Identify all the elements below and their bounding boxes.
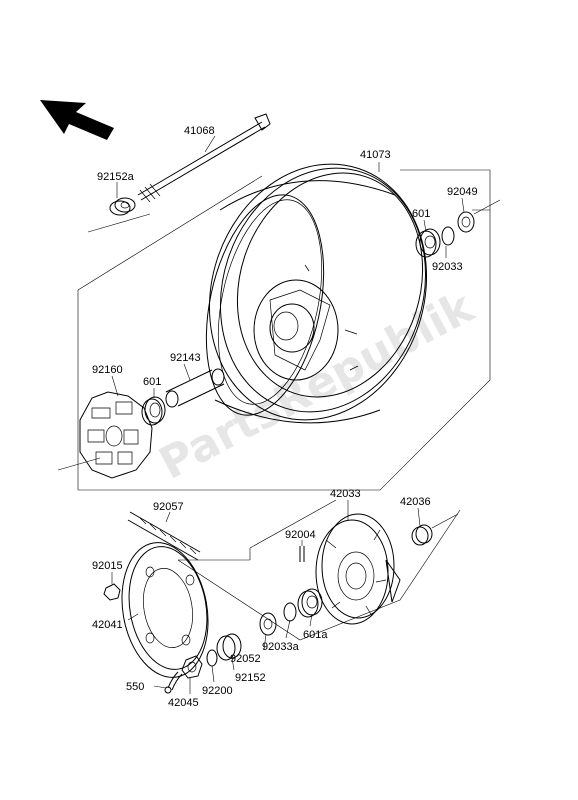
cotter-pin-550 [164,671,183,694]
label-92143: 92143 [170,352,201,364]
label-41068: 41068 [184,125,215,137]
label-92033: 92033 [432,261,463,273]
spacer-tube-92143 [165,368,225,408]
label-550: 550 [126,681,144,693]
label-42033: 42033 [330,488,361,500]
collar-42036 [411,524,433,546]
chain-92057 [127,511,201,561]
label-92015: 92015 [92,560,123,572]
label-92033a: 92033a [262,641,300,653]
damper-92160 [79,391,153,479]
label-92004: 92004 [285,529,316,541]
label-42036: 42036 [400,496,431,508]
leader-lines [111,135,465,694]
label-601-left: 601 [143,376,161,388]
wheel-rim [205,163,428,424]
label-92052: 92052 [230,653,261,665]
label-92200: 92200 [202,685,233,697]
stud-92004 [299,546,305,562]
washer-92200 [206,649,218,667]
label-92160: 92160 [92,364,123,376]
label-92049: 92049 [447,186,478,198]
collar-92152a [109,197,136,216]
axle-shaft [137,113,271,203]
label-92057: 92057 [153,501,184,513]
bearing-601a [297,588,323,618]
direction-arrow-icon [40,100,114,140]
circlip-92033 [441,226,455,246]
seal-92049 [457,211,475,233]
label-41073: 41073 [360,149,391,161]
label-92152: 92152 [235,672,266,684]
circlip-92033a [283,602,297,622]
label-601a: 601a [303,629,328,641]
label-92152a: 92152a [97,171,135,183]
rear-sprocket-42041 [121,542,209,678]
label-601-top: 601 [412,208,430,220]
label-42041: 42041 [92,619,123,631]
spacer-92052 [259,612,277,636]
nut-92015 [103,583,121,601]
label-42045: 42045 [168,697,199,709]
sprocket-hub-42033 [315,513,401,625]
